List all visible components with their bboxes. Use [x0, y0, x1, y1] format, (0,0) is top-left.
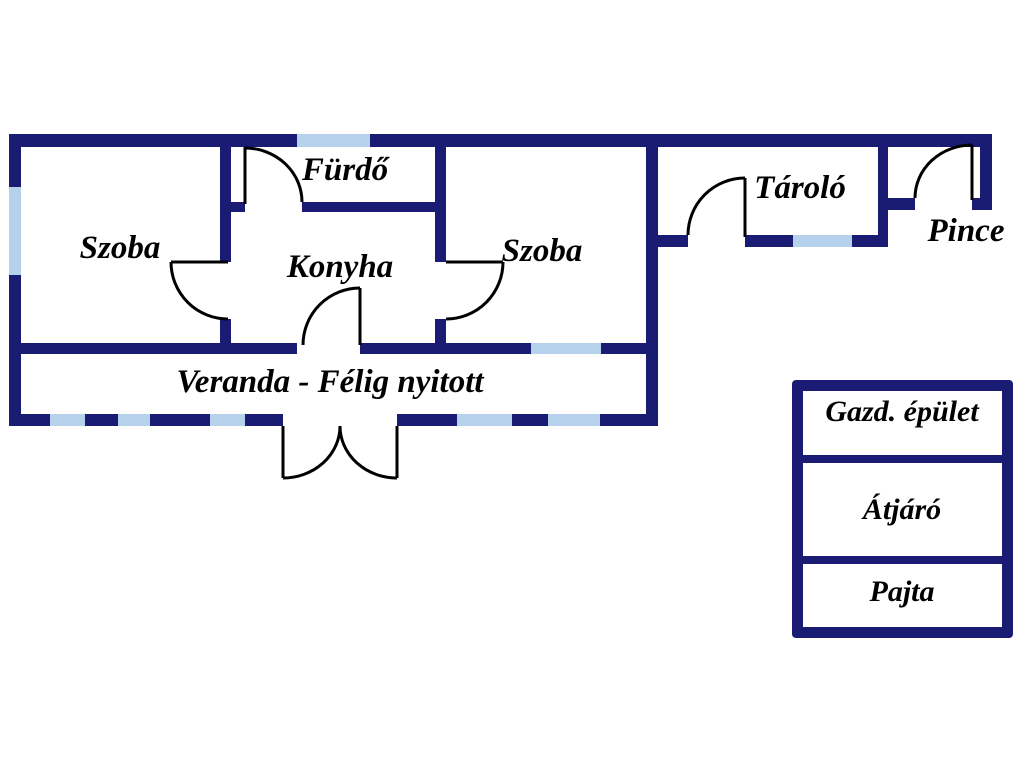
veranda-wall-seg-6: [512, 414, 548, 426]
veranda-open-5: [548, 414, 600, 426]
label-veranda: Veranda - Félig nyitott: [176, 364, 484, 400]
veranda-wall-seg-2: [85, 414, 118, 426]
label-tarolo: Tároló: [754, 170, 846, 206]
label-pince: Pince: [927, 213, 1005, 249]
wall-tarolo-bottom-2: [745, 235, 793, 247]
wall-right-main: [646, 134, 658, 426]
wall-tarolo-pince: [878, 140, 888, 247]
wall-rooms-bottom-left: [9, 343, 297, 354]
label-atjaro: Átjáró: [861, 493, 941, 526]
label-szoba-right: Szoba: [502, 233, 583, 269]
wall-pince-bottom-1: [888, 198, 915, 210]
room-atjaro: [803, 463, 1002, 556]
veranda-open-2: [118, 414, 150, 426]
label-konyha: Konyha: [286, 249, 393, 285]
wall-top: [9, 134, 992, 147]
wall-tarolo-bottom-1: [658, 235, 688, 247]
wall-konyha-szoba-lower: [435, 319, 446, 345]
outbuilding: [792, 380, 1013, 638]
veranda-open-1: [50, 414, 85, 426]
veranda-wall-seg-3: [150, 414, 210, 426]
label-szoba-left: Szoba: [80, 230, 161, 266]
label-pajta: Pajta: [869, 575, 935, 608]
wall-left: [9, 134, 21, 426]
window-tarolo: [793, 235, 852, 247]
window-szoba-right: [531, 343, 601, 354]
door-arc-szoba-left: [169, 261, 229, 321]
window-left-szoba: [9, 187, 21, 275]
wall-right-outer: [980, 134, 992, 210]
wall-szoba-konyha-upper: [220, 147, 231, 262]
door-arc-veranda-left: [282, 425, 342, 480]
door-arc-veranda-right: [338, 425, 398, 480]
door-arc-szoba-right: [445, 261, 505, 321]
veranda-open-4: [457, 414, 512, 426]
door-arc-pince: [913, 143, 973, 199]
door-arc-tarolo: [686, 176, 746, 236]
door-arc-konyha: [301, 286, 361, 346]
veranda-wall-seg-1: [9, 414, 50, 426]
label-gazd-epulet: Gazd. épület: [825, 395, 980, 428]
room-pajta: [803, 564, 1002, 627]
label-furdo: Fürdő: [301, 152, 391, 188]
wall-konyha-szoba-upper: [435, 147, 446, 262]
veranda-wall-seg-5: [397, 414, 457, 426]
wall-furdo-bottom-stub: [231, 202, 245, 212]
veranda-wall-seg-7: [600, 414, 658, 426]
room-labels: Szoba Fürdő Konyha Szoba Veranda - Félig…: [80, 152, 1005, 608]
main-house-walls: [9, 134, 992, 426]
wall-rooms-bottom-right: [360, 343, 658, 354]
doors: [169, 143, 974, 480]
veranda-bottom-wall: [9, 414, 658, 426]
wall-szoba-konyha-lower: [220, 319, 231, 345]
door-arc-furdo: [244, 146, 304, 203]
veranda-wall-seg-4: [245, 414, 283, 426]
veranda-open-3: [210, 414, 245, 426]
wall-furdo-bottom: [302, 202, 446, 212]
room-gazd-epulet: [803, 391, 1002, 455]
window-top-furdo: [297, 134, 370, 147]
